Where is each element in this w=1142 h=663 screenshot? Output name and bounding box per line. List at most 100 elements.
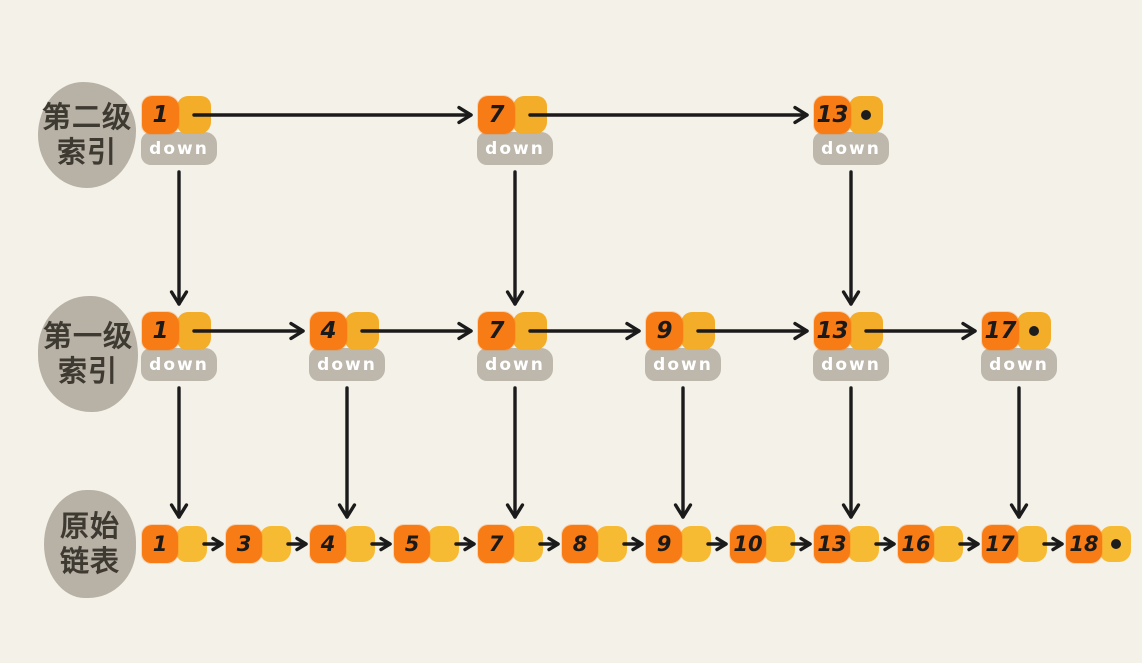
label-line: 第一级: [42, 318, 133, 353]
arrow-stroke: [345, 503, 357, 519]
arrow-stroke: [1051, 536, 1064, 546]
arrow-stroke: [715, 542, 728, 552]
pointer-cell: [849, 312, 883, 350]
down-pointer-label: down: [309, 348, 385, 381]
arrow-stroke: [841, 290, 853, 306]
arrow-stroke: [547, 542, 560, 552]
pointer-cell: [1100, 526, 1131, 562]
value-cell: 3: [226, 525, 262, 563]
null-pointer-dot: [1110, 539, 1121, 549]
label-line: 索引: [56, 135, 117, 169]
pointer-cell: [932, 526, 963, 562]
arrow-stroke: [457, 329, 473, 341]
arrow-stroke: [715, 536, 728, 546]
label-original-linked-list: 原始 链表: [44, 490, 136, 598]
arrow-stroke: [849, 290, 861, 306]
down-pointer-label: down: [141, 132, 217, 165]
arrow-stroke: [625, 321, 641, 333]
pointer-cell: [848, 526, 879, 562]
label-first-level-index: 第一级 索引: [38, 296, 138, 412]
value-cell: 13: [814, 525, 850, 563]
pointer-cell: [428, 526, 459, 562]
pointer-cell: [513, 312, 547, 350]
down-pointer-label: down: [981, 348, 1057, 381]
arrow-stroke: [799, 542, 812, 552]
arrow-stroke: [505, 290, 517, 306]
arrow-stroke: [463, 542, 476, 552]
value-cell: 4: [310, 312, 347, 350]
pointer-cell: [177, 96, 211, 134]
down-pointer-label: down: [813, 348, 889, 381]
arrow-stroke: [1051, 542, 1064, 552]
pointer-cell: [345, 312, 379, 350]
value-cell: 4: [310, 525, 346, 563]
arrow-stroke: [463, 536, 476, 546]
arrow-stroke: [967, 536, 980, 546]
value-cell: 17: [982, 525, 1018, 563]
pointer-cell: [1017, 312, 1051, 350]
arrow-stroke: [457, 113, 473, 125]
arrow-stroke: [883, 536, 896, 546]
arrow-stroke: [169, 503, 181, 519]
pointer-cell: [513, 96, 547, 134]
arrow-stroke: [379, 536, 392, 546]
label-line: 原始: [59, 508, 120, 543]
arrow-stroke: [169, 290, 181, 306]
arrow-stroke: [513, 503, 525, 519]
pointer-cell: [681, 312, 715, 350]
arrow-stroke: [177, 290, 189, 306]
pointer-cell: [680, 526, 711, 562]
down-pointer-label: down: [477, 348, 553, 381]
arrow-stroke: [681, 503, 693, 519]
arrow-stroke: [211, 542, 224, 552]
arrow-stroke: [961, 321, 977, 333]
null-pointer-dot: [861, 110, 871, 120]
arrow-stroke: [793, 329, 809, 341]
pointer-cell: [764, 526, 795, 562]
label-line: 索引: [57, 354, 118, 388]
value-cell: 13: [814, 96, 851, 134]
value-cell: 7: [478, 312, 515, 350]
label-second-level-index: 第二级 索引: [38, 82, 136, 188]
arrow-stroke: [547, 536, 560, 546]
pointer-cell: [176, 526, 207, 562]
arrow-stroke: [1017, 503, 1029, 519]
value-cell: 8: [562, 525, 598, 563]
arrow-stroke: [289, 321, 305, 333]
arrow-stroke: [505, 503, 517, 519]
value-cell: 9: [646, 525, 682, 563]
down-pointer-label: down: [813, 132, 889, 165]
value-cell: 18: [1066, 525, 1102, 563]
pointer-cell: [512, 526, 543, 562]
arrow-stroke: [457, 321, 473, 333]
value-cell: 7: [478, 96, 515, 134]
arrow-stroke: [631, 542, 644, 552]
arrow-stroke: [337, 503, 349, 519]
pointer-cell: [344, 526, 375, 562]
down-pointer-label: down: [141, 348, 217, 381]
arrow-stroke: [1009, 503, 1021, 519]
arrow-stroke: [793, 113, 809, 125]
arrow-stroke: [673, 503, 685, 519]
pointer-cell: [596, 526, 627, 562]
value-cell: 13: [814, 312, 851, 350]
label-line: 第二级: [41, 99, 132, 134]
arrow-stroke: [799, 536, 812, 546]
value-cell: 1: [142, 312, 179, 350]
down-pointer-label: down: [645, 348, 721, 381]
arrow-stroke: [289, 329, 305, 341]
arrow-stroke: [961, 329, 977, 341]
value-cell: 7: [478, 525, 514, 563]
arrow-stroke: [211, 536, 224, 546]
arrow-stroke: [793, 321, 809, 333]
arrow-stroke: [295, 542, 308, 552]
arrow-stroke: [379, 542, 392, 552]
label-line: 链表: [59, 544, 120, 578]
pointer-cell: [260, 526, 291, 562]
arrow-stroke: [841, 503, 853, 519]
pointer-cell: [1016, 526, 1047, 562]
down-pointer-label: down: [477, 132, 553, 165]
arrow-stroke: [631, 536, 644, 546]
arrow-stroke: [793, 105, 809, 117]
value-cell: 1: [142, 96, 179, 134]
